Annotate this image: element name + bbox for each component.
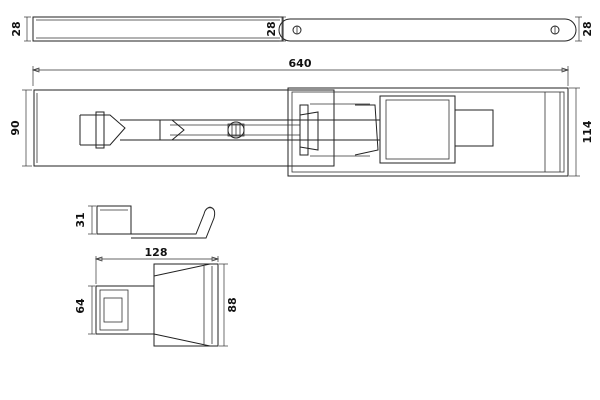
dim-text-latch-outer: 88 xyxy=(226,297,239,312)
hook-side-view xyxy=(96,205,216,239)
dim-text-total: 640 xyxy=(289,57,312,70)
dim-text-top-left: 28 xyxy=(10,21,23,36)
dim-text-top-right: 28 xyxy=(581,21,594,36)
dim-latch-128: 128 xyxy=(94,246,220,284)
top-bar-view xyxy=(32,16,577,42)
dim-text-latch-length: 128 xyxy=(145,246,168,259)
latch-plan-view xyxy=(95,263,219,347)
dim-latch-88: 88 xyxy=(219,263,239,347)
dim-latch-64: 64 xyxy=(74,285,95,335)
dim-main-90: 90 xyxy=(9,89,32,167)
dim-text-top-mid: 28 xyxy=(265,21,278,36)
dim-top-left-28: 28 xyxy=(10,16,31,42)
dim-frame-114: 114 xyxy=(569,87,594,177)
dim-top-right-28: 28 xyxy=(575,16,594,42)
dim-text-hook-height: 31 xyxy=(74,212,87,227)
main-assembly-view xyxy=(33,87,569,177)
dim-text-latch-inner: 64 xyxy=(74,298,87,314)
dim-text-frame-height: 114 xyxy=(581,120,594,143)
dim-hook-31: 31 xyxy=(74,205,96,235)
dim-text-main-height: 90 xyxy=(9,120,22,136)
dim-total-640: 640 xyxy=(31,57,570,86)
dim-top-mid-28: 28 xyxy=(265,16,286,42)
